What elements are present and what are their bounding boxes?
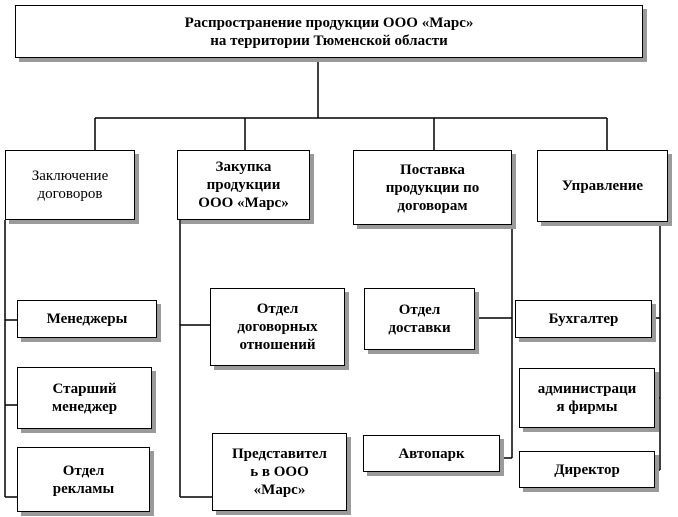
category-purchase: Закупка продукции ООО «Марс»: [177, 150, 310, 220]
item-advertising-dept: Отдел рекламы: [17, 447, 150, 512]
item-director: Директор: [519, 451, 655, 488]
item-managers: Менеджеры: [17, 300, 157, 338]
category-delivery: Поставка продукции по договорам: [353, 150, 512, 225]
item-mars-representative: Представител ь в ООО «Марс»: [212, 433, 347, 511]
item-delivery-dept: Отдел доставки: [364, 288, 475, 350]
item-motor-pool: Автопарк: [363, 435, 500, 472]
item-administration: администраци я фирмы: [519, 368, 655, 428]
category-contracts: Заключение договоров: [5, 150, 135, 220]
item-accountant: Бухгалтер: [515, 300, 652, 338]
item-senior-manager: Старший менеджер: [17, 367, 152, 429]
category-management: Управление: [537, 150, 668, 222]
title-box: Распространение продукции ООО «Марс» на …: [15, 5, 643, 58]
item-contract-relations-dept: Отдел договорных отношений: [210, 288, 345, 366]
